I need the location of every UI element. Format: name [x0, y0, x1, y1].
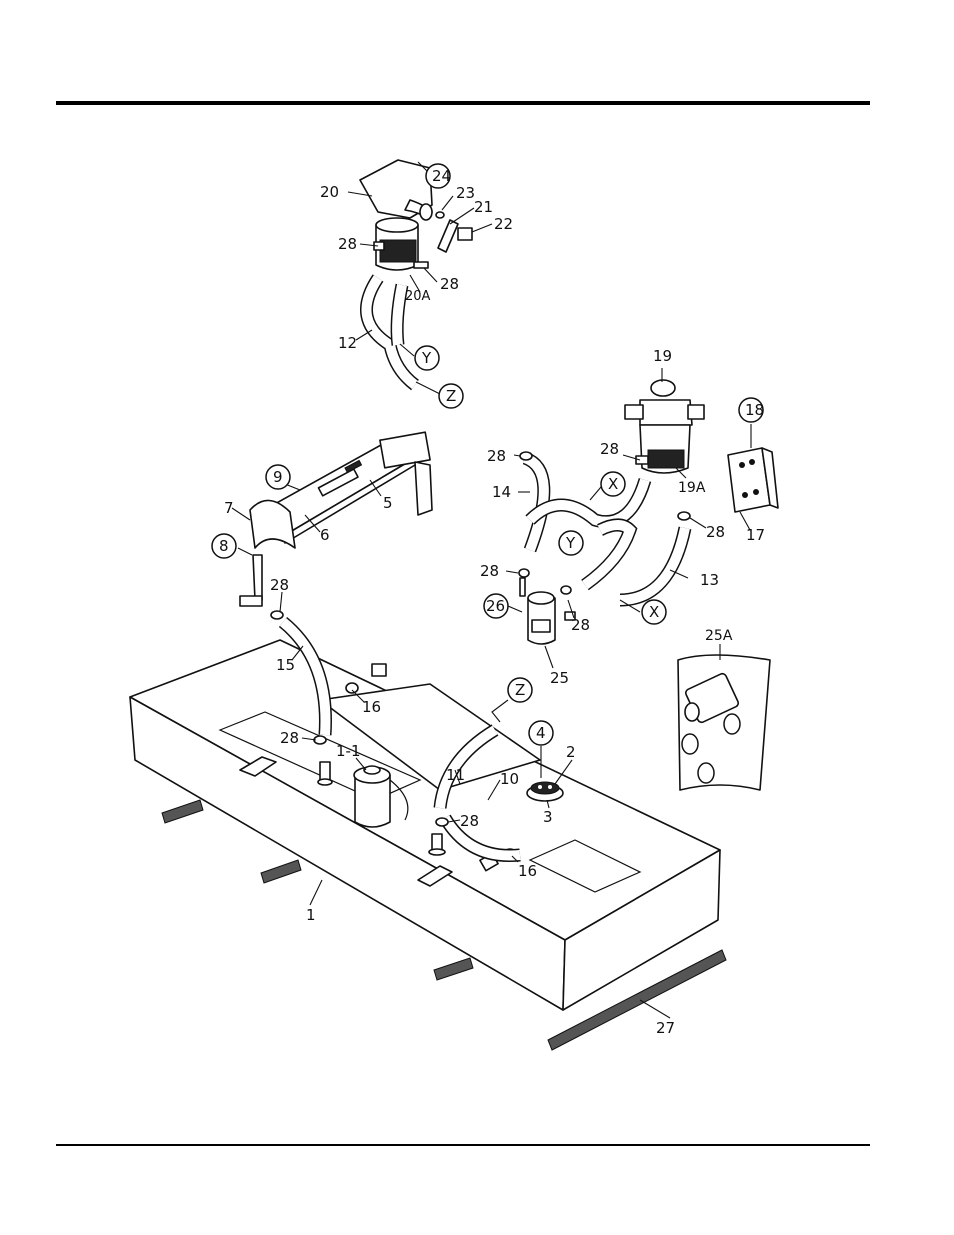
label-28: 28	[480, 562, 499, 580]
callout-x: X	[608, 475, 618, 493]
label-16: 16	[518, 862, 537, 880]
label-15: 15	[276, 656, 295, 674]
label-28: 28	[571, 616, 590, 634]
callout-x: X	[649, 603, 659, 621]
label-25a: 25A	[705, 628, 733, 644]
label-28: 28	[460, 812, 479, 830]
label-7: 7	[224, 499, 234, 517]
label-19a: 19A	[678, 480, 706, 496]
label-16: 16	[362, 698, 381, 716]
label-28: 28	[280, 729, 299, 747]
callout-z: Z	[446, 387, 456, 405]
label-4: 4	[536, 724, 546, 742]
callout-y: Y	[565, 534, 576, 552]
label-28: 28	[338, 235, 357, 253]
filter-element-25a	[678, 655, 770, 790]
tank-fitting	[320, 762, 330, 780]
label-1: 1	[306, 906, 316, 924]
label-21: 21	[474, 198, 493, 216]
label-5: 5	[383, 494, 393, 512]
label-20a: 20A	[405, 289, 431, 304]
label-24: 24	[432, 167, 451, 185]
label-28: 28	[487, 447, 506, 465]
label-9: 9	[273, 468, 283, 486]
label-2: 2	[566, 743, 576, 761]
label-17: 17	[746, 526, 765, 544]
label-1-1: 1-1	[336, 742, 361, 760]
label-28: 28	[706, 523, 725, 541]
label-23: 23	[456, 184, 475, 202]
water-separator-20	[360, 160, 472, 270]
label-28: 28	[270, 576, 289, 594]
label-13: 13	[700, 571, 719, 589]
label-19: 19	[653, 347, 672, 365]
label-22: 22	[494, 215, 513, 233]
label-14: 14	[492, 483, 511, 501]
fuel-tank	[130, 640, 720, 1010]
callout-y: Y	[421, 349, 432, 367]
label-26: 26	[486, 597, 505, 615]
label-12: 12	[338, 334, 357, 352]
sending-unit	[527, 782, 563, 801]
label-8: 8	[219, 537, 229, 555]
label-28: 28	[440, 275, 459, 293]
label-11: 11	[446, 766, 465, 784]
label-18: 18	[745, 401, 764, 419]
callout-z: Z	[515, 681, 525, 699]
label-3: 3	[543, 808, 553, 826]
mounting-plate-17	[728, 448, 778, 512]
label-25: 25	[550, 669, 569, 687]
bracket-assembly	[240, 432, 432, 606]
label-20: 20	[320, 183, 339, 201]
label-27: 27	[656, 1019, 675, 1037]
label-28: 28	[600, 440, 619, 458]
label-6: 6	[320, 526, 330, 544]
label-10: 10	[500, 770, 519, 788]
